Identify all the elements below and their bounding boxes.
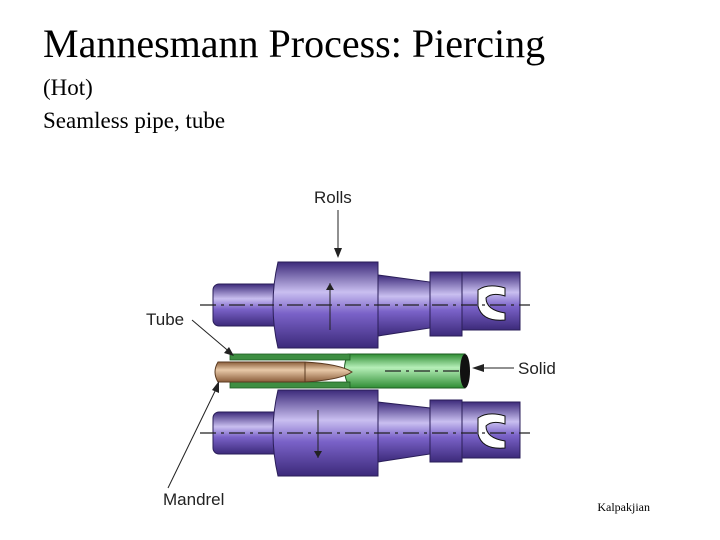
solid-billet xyxy=(344,353,470,389)
page-title: Mannesmann Process: Piercing xyxy=(43,21,546,66)
label-solid: Solid xyxy=(518,359,556,378)
source-credit: Kalpakjian xyxy=(597,500,650,514)
label-rolls: Rolls xyxy=(314,188,352,207)
lower-roll xyxy=(200,389,530,477)
subtitle-product: Seamless pipe, tube xyxy=(43,108,226,133)
label-tube: Tube xyxy=(146,310,184,329)
leader-arrows xyxy=(167,210,514,489)
label-mandrel: Mandrel xyxy=(163,490,224,509)
upper-roll xyxy=(200,261,530,349)
subtitle-hot: (Hot) xyxy=(43,75,93,100)
tube-and-mandrel xyxy=(214,353,353,389)
